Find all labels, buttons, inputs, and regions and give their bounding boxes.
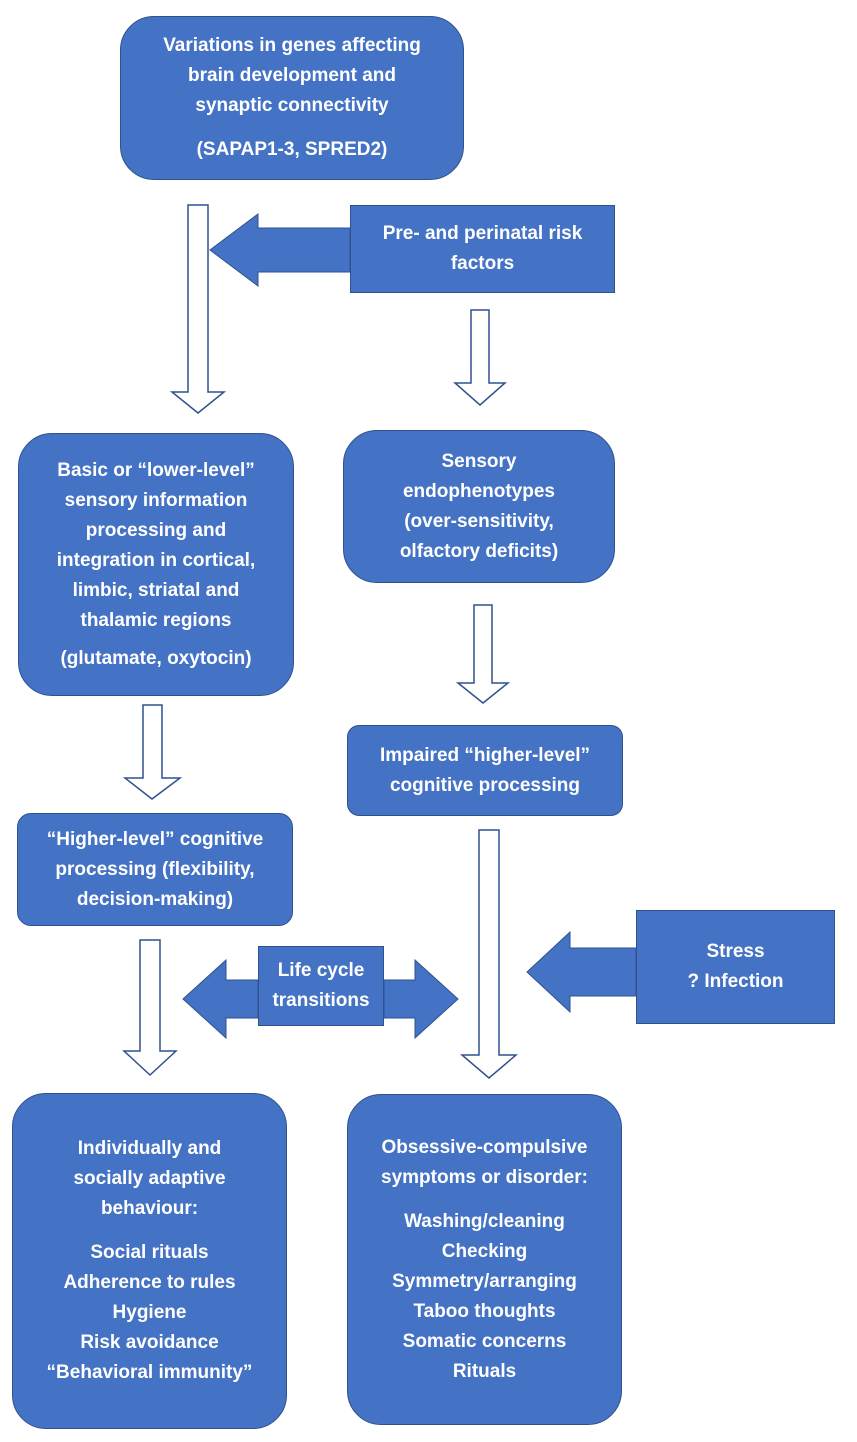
adaptive-item: “Behavioral immunity” — [46, 1362, 253, 1383]
ocd-heading-2: symptoms or disorder: — [381, 1166, 588, 1188]
higher-line-2: processing (flexibility, — [55, 858, 255, 880]
hollow-arrow-sensory-to-impaired — [455, 604, 511, 704]
impaired-line-1: Impaired “higher-level” — [379, 744, 591, 766]
solid-arrow-perinatal-to-gene-path — [209, 213, 351, 287]
sensory-line-4: olfactory deficits) — [399, 540, 559, 562]
ocd-item: Washing/cleaning — [404, 1210, 565, 1232]
genes-detail: (SAPAP1-3, SPRED2) — [196, 139, 388, 160]
solid-arrow-stress-to-ocd-path — [526, 930, 637, 1014]
sensory-box: Sensory endophenotypes (over-sensitivity… — [343, 430, 615, 583]
lower-line-4: integration in cortical, — [56, 549, 256, 571]
stress-line-1: Stress — [706, 941, 765, 962]
life-cycle-box: Life cycle transitions — [258, 946, 384, 1026]
perinatal-box: Pre- and perinatal risk factors — [350, 205, 615, 293]
ocd-item: Checking — [441, 1240, 528, 1262]
life-cycle-line-2: transitions — [272, 990, 370, 1011]
higher-line-1: “Higher-level” cognitive — [46, 828, 264, 850]
ocd-box: Obsessive-compulsive symptoms or disorde… — [347, 1094, 622, 1425]
adaptive-item: Risk avoidance — [80, 1332, 219, 1353]
lower-line-5: limbic, striatal and — [72, 579, 240, 601]
lower-line-1: Basic or “lower-level” — [57, 459, 255, 481]
ocd-item: Somatic concerns — [402, 1330, 567, 1352]
perinatal-line-2: factors — [450, 253, 515, 274]
double-arrow-life-cycle — [182, 958, 259, 1040]
ocd-heading-1: Obsessive-compulsive — [381, 1136, 588, 1158]
genes-box: Variations in genes affecting brain deve… — [120, 16, 464, 180]
adaptive-behaviour-box: Individually and socially adaptive behav… — [12, 1093, 287, 1429]
ocd-item: Rituals — [452, 1360, 517, 1382]
ocd-item: Taboo thoughts — [413, 1300, 556, 1322]
life-cycle-line-1: Life cycle — [277, 960, 365, 981]
adaptive-heading-3: behaviour: — [100, 1198, 199, 1219]
lower-line-6: thalamic regions — [80, 609, 232, 631]
lower-detail: (glutamate, oxytocin) — [60, 647, 252, 669]
higher-level-box: “Higher-level” cognitive processing (fle… — [17, 813, 293, 926]
impaired-box: Impaired “higher-level” cognitive proces… — [347, 725, 623, 816]
adaptive-item: Adherence to rules — [63, 1272, 236, 1293]
lower-line-2: sensory information — [64, 489, 248, 511]
genes-line-1: Variations in genes affecting — [163, 35, 421, 56]
stress-box: Stress ? Infection — [636, 910, 835, 1024]
higher-line-3: decision-making) — [76, 888, 234, 910]
ocd-item: Symmetry/arranging — [392, 1270, 577, 1292]
sensory-line-1: Sensory — [441, 450, 517, 472]
double-arrow-life-cycle-right — [383, 958, 459, 1040]
perinatal-line-1: Pre- and perinatal risk — [382, 223, 583, 244]
hollow-arrow-genes-to-lower — [169, 204, 227, 414]
sensory-line-3: (over-sensitivity, — [404, 510, 554, 532]
adaptive-heading-2: socially adaptive — [73, 1168, 226, 1189]
adaptive-item: Hygiene — [112, 1302, 187, 1323]
adaptive-heading-1: Individually and — [77, 1138, 222, 1159]
hollow-arrow-higher-to-adaptive — [122, 939, 178, 1077]
sensory-line-2: endophenotypes — [402, 480, 555, 502]
hollow-arrow-lower-to-higher — [122, 704, 183, 800]
genes-line-3: synaptic connectivity — [195, 95, 389, 116]
adaptive-item: Social rituals — [90, 1242, 209, 1263]
impaired-line-2: cognitive processing — [389, 774, 581, 796]
stress-line-2: ? Infection — [687, 971, 784, 992]
hollow-arrow-perinatal-to-sensory — [453, 309, 507, 406]
genes-line-2: brain development and — [188, 65, 396, 86]
lower-level-box: Basic or “lower-level” sensory informati… — [18, 433, 294, 696]
hollow-arrow-impaired-to-ocd — [459, 829, 519, 1079]
lower-line-3: processing and — [85, 519, 227, 541]
